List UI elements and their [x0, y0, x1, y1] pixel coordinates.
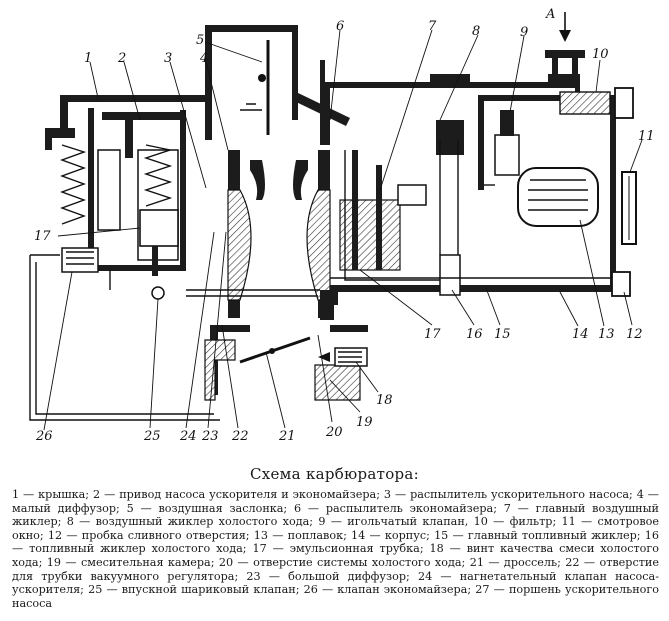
- air-damper: [240, 40, 270, 135]
- sight-window: [621, 171, 637, 245]
- callout-14: 14: [572, 327, 589, 342]
- callout-18: 18: [376, 393, 393, 408]
- callout-21: 21: [278, 429, 296, 444]
- callout-24: 24: [179, 429, 197, 444]
- caption-title: Схема карбюратора:: [249, 465, 420, 483]
- callout-10: 10: [592, 47, 609, 62]
- float: [517, 167, 599, 227]
- fuel-filter: [559, 87, 634, 119]
- callout-16: 16: [466, 327, 483, 342]
- callout-12: 12: [626, 327, 643, 342]
- callout-3: 3: [164, 51, 172, 66]
- callout-7: 7: [428, 19, 437, 34]
- drain-plug: [611, 271, 631, 297]
- caption-legend: 1 — крышка; 2 — привод насоса ускорителя…: [12, 488, 659, 610]
- carburetor-diagram: 1 2 3 4 5 6 7 8 9 10 11 12 13 14 15 16 1…: [29, 7, 655, 444]
- needle-valve: [484, 110, 520, 186]
- carburetor-body: [29, 25, 616, 421]
- accelerator-pump: [59, 112, 182, 300]
- callout-5: 5: [196, 33, 204, 48]
- callout-8: 8: [472, 24, 480, 39]
- callout-23: 23: [201, 429, 219, 444]
- callout-11: 11: [638, 129, 655, 144]
- economizer-sprayer: [292, 92, 350, 126]
- callout-26: 26: [35, 429, 53, 444]
- callout-2: 2: [117, 51, 126, 66]
- inlet-label-a: A: [545, 7, 555, 22]
- throttle-plate: [239, 336, 311, 364]
- callout-9: 9: [520, 25, 528, 40]
- idle-mixture-screw: [318, 347, 368, 367]
- leader-lines: [43, 29, 643, 431]
- callout-17-piston: 17: [34, 229, 51, 244]
- fuel-inlet-arrow: [559, 12, 571, 42]
- emulsion-well: [330, 120, 620, 296]
- callout-20: 20: [325, 425, 343, 440]
- callout-22: 22: [231, 429, 249, 444]
- callout-17-emulsion: 17: [424, 327, 441, 342]
- callout-labels: 1 2 3 4 5 6 7 8 9 10 11 12 13 14 15 16 1…: [34, 7, 655, 444]
- callout-15: 15: [494, 327, 511, 342]
- callout-19: 19: [356, 415, 373, 430]
- callout-1: 1: [84, 51, 92, 66]
- callout-6: 6: [336, 19, 344, 34]
- callout-4: 4: [199, 51, 208, 66]
- callout-25: 25: [143, 429, 161, 444]
- callout-13: 13: [598, 327, 615, 342]
